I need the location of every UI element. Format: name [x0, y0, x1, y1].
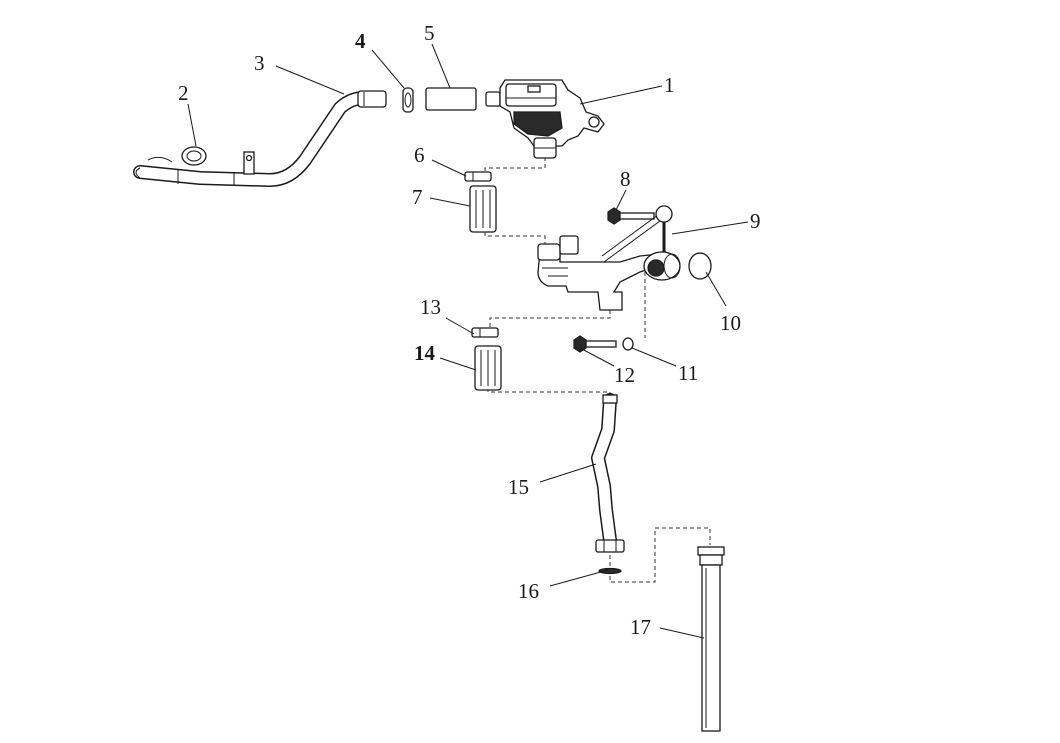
- straight-tube-17: [697, 546, 725, 732]
- callout-3: 3: [254, 51, 265, 75]
- pump-assembly-9: [537, 205, 681, 311]
- washer-11: [622, 337, 634, 351]
- filter-element-14: [474, 345, 502, 391]
- pipe-assembly: [133, 90, 379, 187]
- callout-5: 5: [424, 21, 435, 45]
- hose-clamp-2: [181, 146, 207, 166]
- callout-leaders: [187, 43, 749, 639]
- cap-10: [688, 252, 712, 280]
- callout-13: 13: [420, 295, 441, 319]
- callout-1: 1: [664, 73, 675, 97]
- bolt-8: [607, 207, 655, 225]
- clip-6: [464, 171, 492, 182]
- bent-pipe-15: [591, 393, 625, 553]
- callout-4: 4: [355, 29, 366, 53]
- callout-labels: 1 2 3 4 5 6 7 8 9 10 11 12 13 14 15 16 1…: [178, 21, 761, 639]
- hose-segment-5: [425, 87, 477, 111]
- callout-16: 16: [518, 579, 539, 603]
- valve-body-1: [485, 79, 605, 159]
- pipe-sleeve-3: [357, 90, 387, 108]
- bolt-12: [573, 335, 617, 353]
- callout-11: 11: [678, 361, 698, 385]
- callout-14: 14: [414, 341, 436, 365]
- clamp-4: [402, 87, 414, 113]
- callout-15: 15: [508, 475, 529, 499]
- callout-17: 17: [630, 615, 651, 639]
- callout-9: 9: [750, 209, 761, 233]
- filter-element-7: [469, 185, 497, 233]
- callout-2: 2: [178, 81, 189, 105]
- assembly-dash-lines: [484, 150, 711, 583]
- seal-ring-16: [598, 567, 622, 575]
- callout-6: 6: [414, 143, 425, 167]
- callout-7: 7: [412, 185, 423, 209]
- clip-13: [471, 327, 499, 338]
- callout-8: 8: [620, 167, 631, 191]
- callout-12: 12: [614, 363, 635, 387]
- callout-10: 10: [720, 311, 741, 335]
